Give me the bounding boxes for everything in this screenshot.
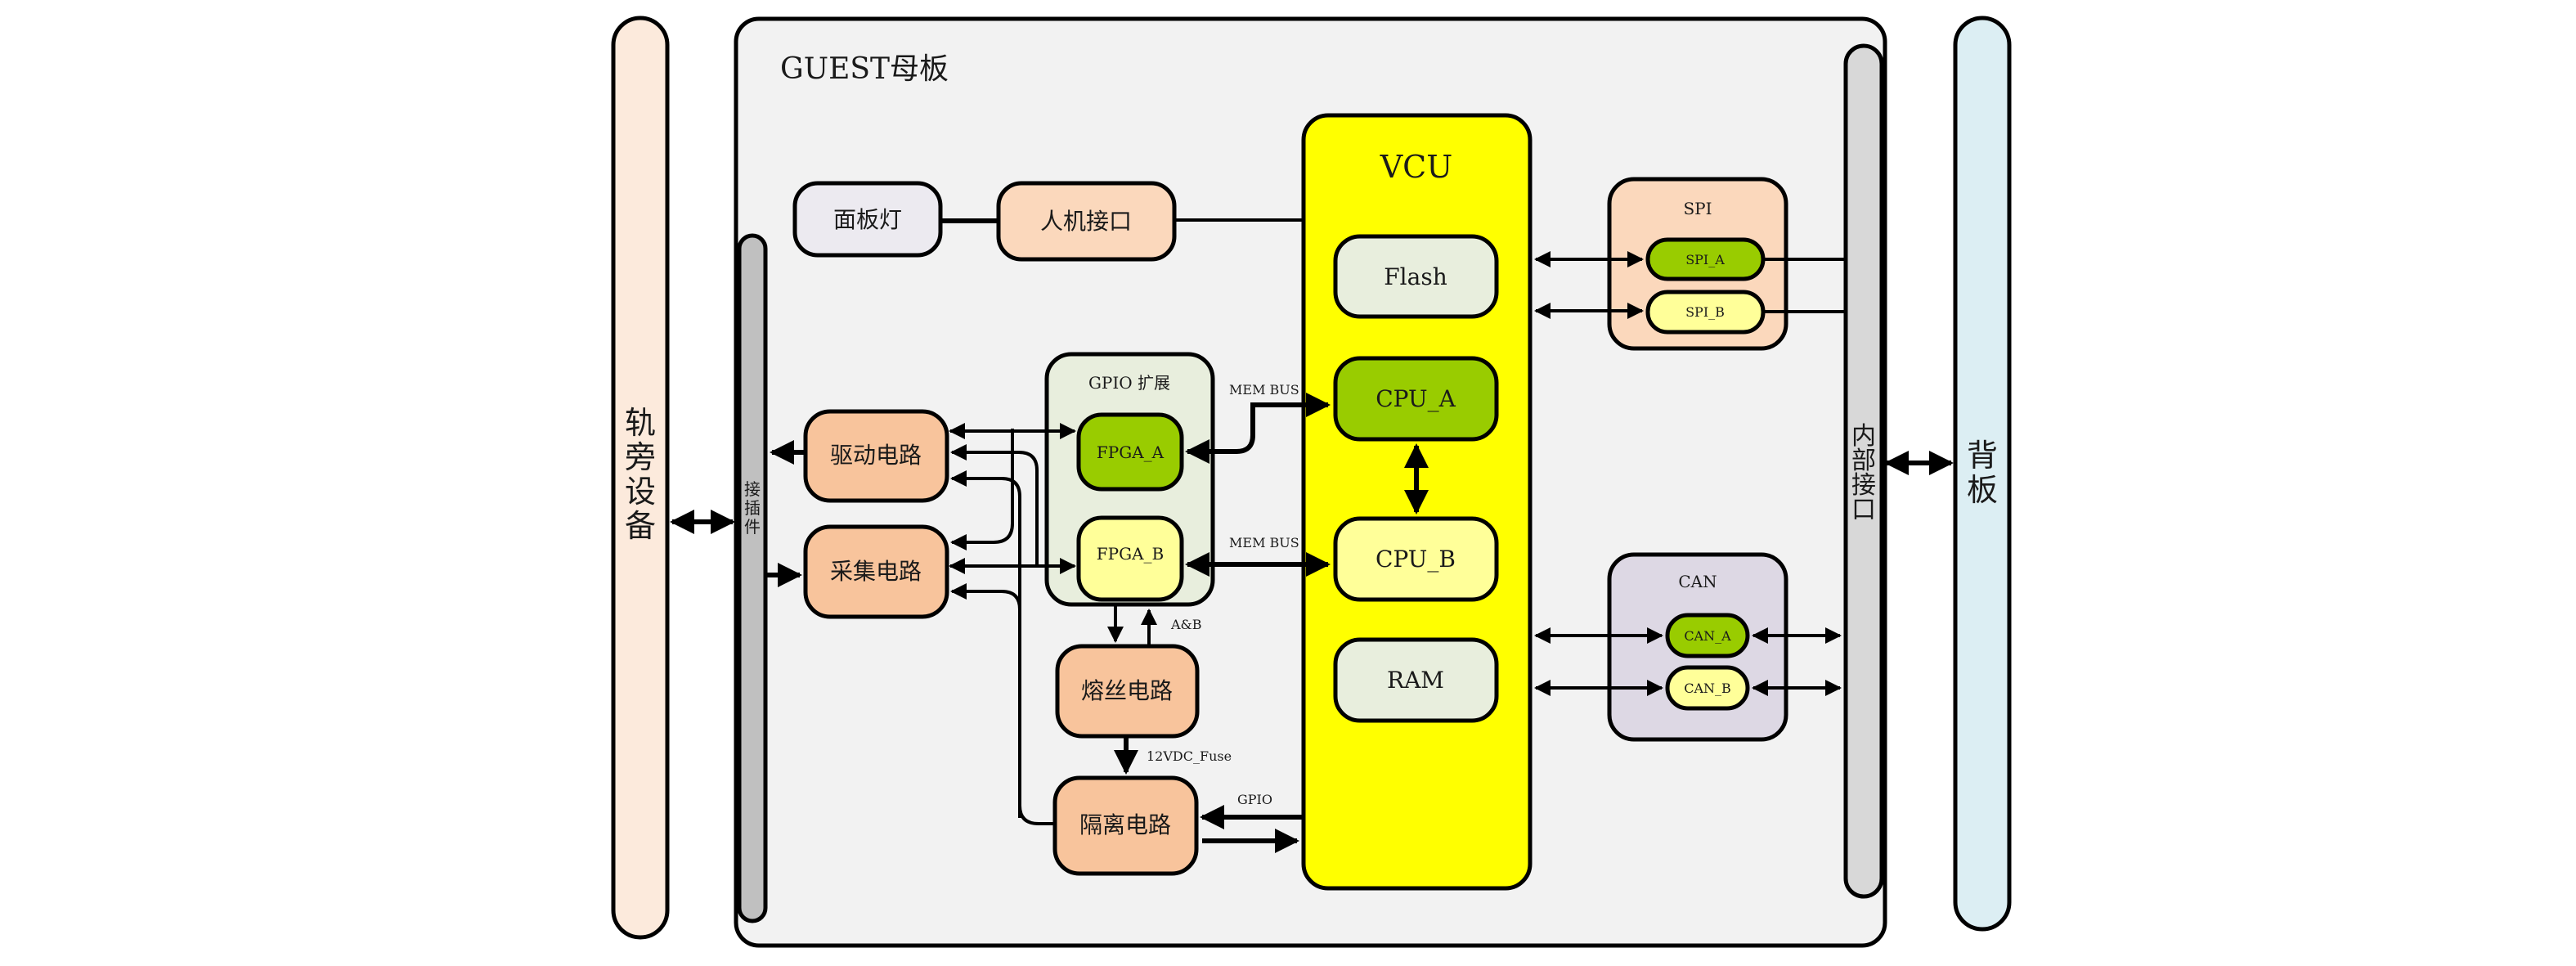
fpga-a-to-collect-link — [950, 429, 1014, 550]
collect-circuit-label: 采集电路 — [830, 558, 922, 585]
gpio-edge-label: GPIO — [1237, 792, 1272, 807]
can-b-block[interactable]: CAN_B — [1665, 665, 1750, 711]
fpga-a-box — [1076, 412, 1184, 492]
can-a-box — [1665, 613, 1750, 658]
fuse-circuit-block[interactable]: 熔丝电路 — [1055, 644, 1200, 739]
ram-label: RAM — [1387, 667, 1444, 694]
trackside-equipment[interactable]: 轨 旁 设 备 — [611, 16, 670, 940]
can-a-label: CAN_A — [1684, 628, 1731, 644]
vcu-title: VCU — [1380, 149, 1453, 185]
trackside-label-2: 设 — [625, 474, 656, 510]
connector-label-0: 接 — [744, 479, 761, 499]
fpga-a-label: FPGA_A — [1097, 443, 1165, 462]
cpu-b-label: CPU_B — [1376, 546, 1456, 573]
isolation-to-drive-link — [950, 470, 1021, 818]
gpio-expansion-group[interactable]: GPIO 扩展 FPGA_A FPGA_B — [1044, 352, 1215, 607]
can-group[interactable]: CAN CAN_A CAN_B — [1607, 552, 1788, 742]
spi-group-title: SPI — [1683, 199, 1712, 218]
internal-interface-body — [1843, 43, 1884, 899]
vcu-block[interactable]: VCU Flash CPU_A CPU_B RAM — [1301, 113, 1533, 891]
collect-circuit-box — [803, 524, 949, 619]
mem-bus-b-label: MEM BUS — [1229, 535, 1299, 550]
trackside-equipment-body — [611, 16, 670, 940]
drive-circuit-box — [803, 409, 949, 503]
spi-a-block[interactable]: SPI_A — [1645, 237, 1766, 281]
drive-circuit-label: 驱动电路 — [830, 442, 922, 469]
internal-interface-label-2: 接 — [1851, 471, 1876, 500]
collect-circuit-block[interactable]: 采集电路 — [803, 524, 949, 619]
internal-interface-bar[interactable]: 内 部 接 口 — [1843, 43, 1884, 899]
fpga-b-label: FPGA_B — [1097, 544, 1164, 564]
cpu-b-block[interactable]: CPU_B — [1333, 516, 1499, 602]
hmi-label: 人机接口 — [1040, 208, 1132, 235]
isolation-circuit-box — [1052, 775, 1199, 876]
gpio-group-title: GPIO 扩展 — [1088, 373, 1170, 393]
connector-label-1: 插 — [744, 498, 761, 518]
trackside-label-1: 旁 — [625, 439, 656, 475]
mem-bus-a-link — [1185, 393, 1331, 464]
panel-light-block[interactable]: 面板灯 — [792, 181, 943, 258]
can-a-block[interactable]: CAN_A — [1665, 613, 1750, 658]
drive-circuit-block[interactable]: 驱动电路 — [803, 409, 949, 503]
backplane-body — [1953, 16, 2012, 932]
flash-block[interactable]: Flash — [1333, 234, 1499, 319]
internal-interface-label-0: 内 — [1851, 422, 1876, 451]
cpu-a-label: CPU_A — [1376, 385, 1456, 412]
hmi-block[interactable]: 人机接口 — [996, 181, 1177, 262]
isolation-circuit-label: 隔离电路 — [1079, 811, 1171, 838]
connector-bar-body — [737, 233, 768, 923]
fpga-b-box — [1076, 515, 1184, 602]
fuse-power-label: 12VDC_Fuse — [1147, 748, 1232, 764]
spi-b-label: SPI_B — [1685, 304, 1725, 320]
flash-label: Flash — [1384, 263, 1447, 290]
spi-b-block[interactable]: SPI_B — [1645, 290, 1766, 335]
motherboard-title: GUEST母板 — [780, 52, 949, 86]
fpga-b-block[interactable]: FPGA_B — [1076, 515, 1184, 602]
internal-interface-label-3: 口 — [1851, 496, 1876, 524]
fpga-a-block[interactable]: FPGA_A — [1076, 412, 1184, 492]
can-b-box — [1665, 665, 1750, 711]
a-and-b-label: A&B — [1170, 617, 1202, 632]
can-b-label: CAN_B — [1684, 681, 1731, 696]
trackside-label-0: 轨 — [625, 405, 656, 441]
ram-block[interactable]: RAM — [1333, 637, 1499, 723]
cpu-b-box — [1333, 516, 1499, 602]
backplane[interactable]: 背 板 — [1953, 16, 2012, 932]
ram-box — [1333, 637, 1499, 723]
isolation-to-collect-link — [950, 583, 1055, 825]
flash-box — [1333, 234, 1499, 319]
panel-light-label: 面板灯 — [833, 206, 902, 233]
mem-bus-a-label: MEM BUS — [1229, 382, 1299, 398]
spi-group[interactable]: SPI SPI_A SPI_B — [1607, 177, 1788, 351]
fuse-circuit-label: 熔丝电路 — [1081, 677, 1173, 704]
fuse-circuit-box — [1055, 644, 1200, 739]
can-group-title: CAN — [1678, 572, 1717, 591]
connector-bar[interactable]: 接 插 件 — [737, 233, 768, 923]
backplane-label-0: 背 — [1967, 438, 1998, 474]
backplane-label-1: 板 — [1967, 472, 1998, 508]
trackside-label-3: 备 — [625, 508, 656, 544]
cpu-a-box — [1333, 356, 1499, 442]
isolation-circuit-block[interactable]: 隔离电路 — [1052, 775, 1199, 876]
spi-a-label: SPI_A — [1685, 252, 1725, 267]
cpu-a-block[interactable]: CPU_A — [1333, 356, 1499, 442]
fpga-b-to-drive-link — [950, 444, 1039, 566]
connector-label-2: 件 — [744, 517, 761, 537]
internal-interface-label-1: 部 — [1851, 447, 1876, 475]
